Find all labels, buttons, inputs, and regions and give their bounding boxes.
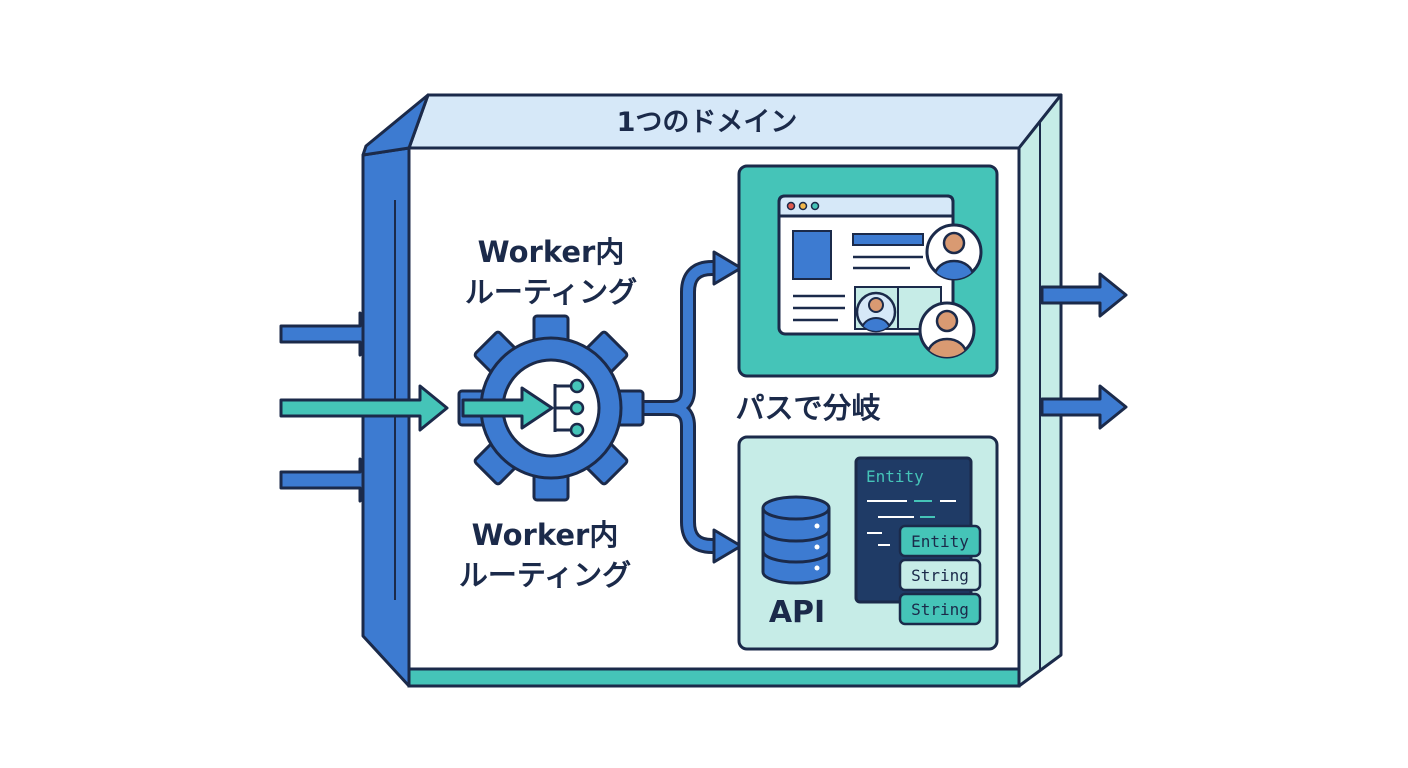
entity-chip-label: Entity: [911, 532, 969, 551]
outgoing-arrow-bottom: [1040, 384, 1128, 430]
user-avatar-icon: [918, 301, 976, 359]
gear-label-bottom-line1: Worker内: [472, 518, 619, 552]
code-header: Entity: [866, 467, 924, 486]
string-chip-label: String: [911, 600, 969, 619]
user-avatar-icon: [855, 291, 897, 333]
string-chip: [898, 558, 982, 592]
incoming-arrow-main: [279, 384, 449, 432]
string-chip-label: String: [911, 566, 969, 585]
gear-label-bottom-line2: ルーティング: [459, 558, 631, 592]
branch-label: パスで分岐: [735, 391, 880, 425]
api-label: API: [769, 595, 825, 630]
branch-connector: [620, 250, 743, 564]
gear-label-top-line2: ルーティング: [465, 275, 637, 309]
routing-icon: [461, 378, 585, 438]
domain-title: 1つのドメイン: [617, 107, 798, 138]
database-icon: [761, 495, 831, 585]
gear-label-top-line1: Worker内: [478, 235, 625, 269]
entity-chip: [898, 524, 982, 558]
string-chip: [898, 592, 982, 626]
outgoing-arrow-top: [1040, 272, 1128, 318]
